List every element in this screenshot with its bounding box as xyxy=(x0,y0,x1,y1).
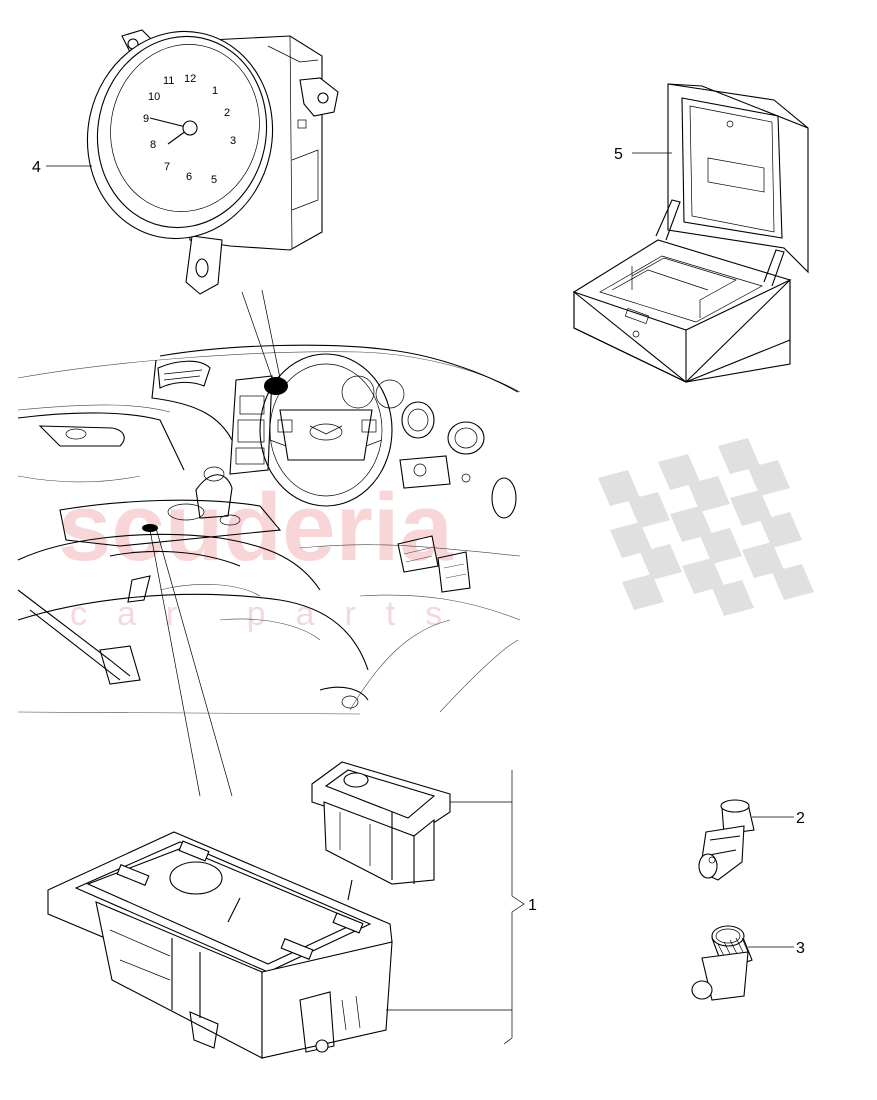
dial-5: 5 xyxy=(211,174,217,186)
part-3-cigar-lighter-knob[interactable] xyxy=(691,925,753,1001)
dial-7: 7 xyxy=(164,161,170,173)
watermark-tagline: car parts xyxy=(70,595,472,633)
dial-10: 10 xyxy=(148,91,160,103)
part-5-box[interactable] xyxy=(572,83,809,383)
callout-2[interactable]: 2 xyxy=(796,810,805,827)
callout-3[interactable]: 3 xyxy=(796,940,805,957)
watermark-brand: scuderia xyxy=(58,474,453,581)
callout-4[interactable]: 4 xyxy=(32,159,41,176)
clock-dial-numerals: 12 1 2 3 5 6 7 8 9 10 11 xyxy=(143,73,236,186)
dial-1: 1 xyxy=(212,85,218,97)
callout-5[interactable]: 5 xyxy=(614,146,623,163)
watermark: scuderia car parts xyxy=(58,438,814,633)
dial-2: 2 xyxy=(224,107,230,119)
watermark-checker-flag xyxy=(598,438,814,616)
dial-11: 11 xyxy=(163,75,174,87)
cigar-lighter-position-marker xyxy=(142,524,158,532)
part-2-cigar-lighter-element[interactable] xyxy=(698,799,755,881)
dial-3: 3 xyxy=(230,135,236,147)
part-1-ashtray-assembly[interactable] xyxy=(47,761,451,1059)
dial-12: 12 xyxy=(184,73,196,85)
callout-bracket-1 xyxy=(386,770,525,1045)
callout-1[interactable]: 1 xyxy=(528,897,537,914)
vehicle-interior-overview xyxy=(17,289,521,797)
dial-6: 6 xyxy=(186,171,192,183)
dial-8: 8 xyxy=(150,139,156,151)
part-4-clock[interactable]: 12 1 2 3 5 6 7 8 9 10 11 xyxy=(68,14,339,295)
dial-9: 9 xyxy=(143,113,149,125)
